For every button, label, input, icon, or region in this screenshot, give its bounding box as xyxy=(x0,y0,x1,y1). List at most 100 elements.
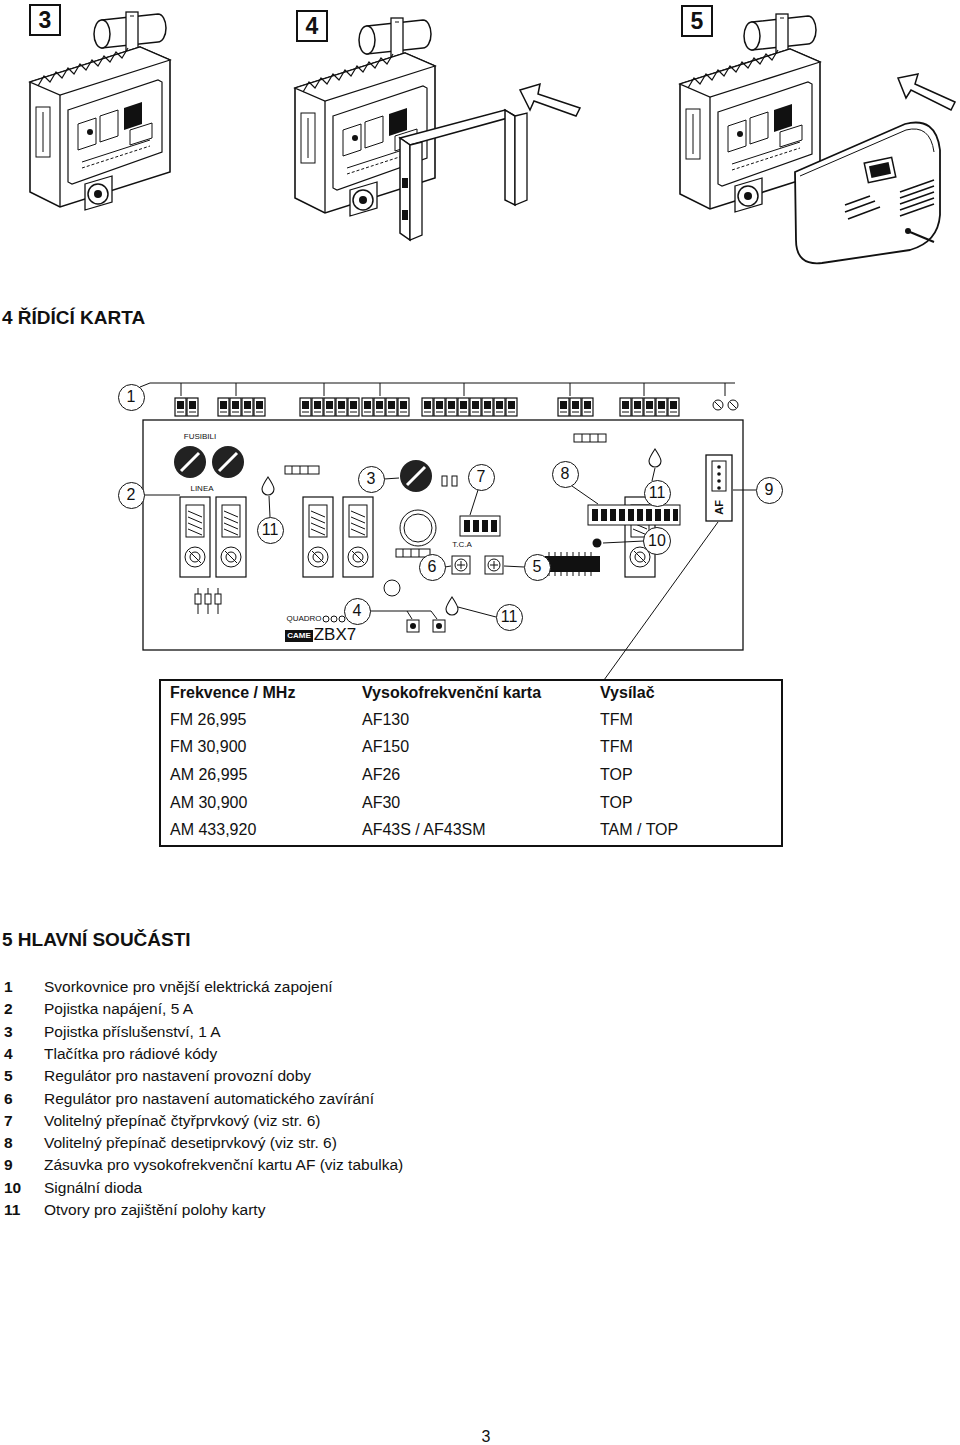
board-model: ZBX7 xyxy=(314,625,357,645)
control-board xyxy=(143,420,743,650)
leader-lines xyxy=(181,383,725,396)
cover xyxy=(795,122,940,263)
assembly-step-illustrations xyxy=(30,12,955,263)
dip-switch xyxy=(592,509,598,521)
terminal-block xyxy=(312,398,323,416)
dip-switch xyxy=(628,509,634,521)
trimmer-symbol xyxy=(452,556,503,574)
table-cell: AF130 xyxy=(362,711,409,729)
section-heading: 5 HLAVNÍ SOUČÁSTI xyxy=(2,929,191,951)
resistor-symbol xyxy=(195,434,606,614)
terminal-block xyxy=(422,398,433,416)
locating-hole xyxy=(262,477,274,495)
leader-lines xyxy=(140,383,735,387)
dip-switch xyxy=(473,520,479,532)
relay-symbol xyxy=(180,497,210,577)
list-text: Regulátor pro nastavení automatického za… xyxy=(44,1090,374,1108)
table-cell: TAM / TOP xyxy=(600,821,678,839)
capacitor-symbol xyxy=(404,514,432,542)
dip-switch xyxy=(637,509,643,521)
callout-number: 11 xyxy=(644,480,671,507)
terminal-block xyxy=(506,398,517,416)
logo-decoration xyxy=(323,616,345,622)
list-number: 2 xyxy=(4,1000,13,1018)
chip xyxy=(545,552,600,576)
terminal-block xyxy=(434,398,445,416)
callout-number: 4 xyxy=(344,598,371,625)
callout-number: 5 xyxy=(524,554,551,581)
table-cell: AM 26,995 xyxy=(170,766,247,784)
list-text: Regulátor pro nastavení provozní doby xyxy=(44,1067,311,1085)
table-cell: AF150 xyxy=(362,738,409,756)
terminal-block xyxy=(230,398,241,416)
callout-text: 11 xyxy=(501,609,518,625)
af-connector xyxy=(706,455,732,521)
trimmer-symbol xyxy=(490,561,498,569)
mounting-bracket xyxy=(400,110,515,145)
leader-lines xyxy=(604,522,718,680)
trimmer-symbol xyxy=(457,561,465,569)
callout-text: 11 xyxy=(262,522,279,538)
callout-number: 8 xyxy=(552,461,579,488)
relay-symbol xyxy=(343,497,373,577)
list-text: Volitelný přepínač desetiprvkový (viz st… xyxy=(44,1134,337,1152)
terminal-block xyxy=(242,398,253,416)
leader-lines xyxy=(504,566,524,567)
table-cell: TOP xyxy=(600,794,633,812)
fuse-symbol xyxy=(407,467,425,485)
af-connector xyxy=(717,472,721,476)
af-connector xyxy=(717,465,721,469)
dip-switch xyxy=(601,509,607,521)
list-number: 10 xyxy=(4,1179,21,1197)
board-marking: T.C.A xyxy=(452,540,472,549)
callout-text: 9 xyxy=(765,482,774,498)
list-number: 8 xyxy=(4,1134,13,1152)
relay-symbol xyxy=(180,497,655,577)
terminal-block xyxy=(218,398,229,416)
terminal-block xyxy=(668,398,679,416)
resistor-symbol xyxy=(574,434,606,442)
push-button xyxy=(407,620,445,632)
af-connector xyxy=(717,479,721,483)
mounting-bracket xyxy=(410,142,422,240)
list-text: Otvory pro zajištění polohy karty xyxy=(44,1201,265,1219)
terminal-block xyxy=(715,402,721,408)
list-text: Pojistka napájení, 5 A xyxy=(44,1000,193,1018)
list-number: 9 xyxy=(4,1156,13,1174)
callout-number: 2 xyxy=(118,482,145,509)
push-button xyxy=(410,623,416,629)
leader-lines xyxy=(384,478,399,479)
list-text: Zásuvka pro vysokofrekvenční kartu AF (v… xyxy=(44,1156,403,1174)
terminal-block xyxy=(348,398,359,416)
cover xyxy=(869,162,891,178)
fuse-symbol xyxy=(219,453,237,471)
list-text: Pojistka příslušenství, 1 A xyxy=(44,1023,221,1041)
logo-decoration xyxy=(339,616,345,622)
table-cell: FM 26,995 xyxy=(170,711,246,729)
chip xyxy=(549,552,591,576)
terminal-block xyxy=(300,398,311,416)
capacitor-symbol xyxy=(384,580,400,596)
leader-lines xyxy=(652,468,655,481)
step-number-box: 5 xyxy=(681,5,713,37)
resistor-symbol xyxy=(205,594,211,604)
logo-decoration xyxy=(323,616,329,622)
terminal-block xyxy=(728,400,738,410)
list-text: Tlačítka pro rádiové kódy xyxy=(44,1045,217,1063)
terminal-block xyxy=(644,398,655,416)
list-number: 5 xyxy=(4,1067,13,1085)
terminal-block xyxy=(175,398,186,416)
dip-switch xyxy=(482,520,488,532)
step-number-box: 4 xyxy=(296,10,328,42)
terminal-block xyxy=(175,398,738,416)
terminal-block xyxy=(482,398,493,416)
af-connector xyxy=(712,461,726,491)
board-marking: QUADRO xyxy=(286,614,321,623)
terminal-block xyxy=(398,398,409,416)
callout-text: 5 xyxy=(691,10,704,33)
table-header: Vysílač xyxy=(600,684,655,702)
fuse-symbol xyxy=(212,446,244,478)
callout-number: 7 xyxy=(468,464,495,491)
resistor-symbol xyxy=(452,476,457,486)
